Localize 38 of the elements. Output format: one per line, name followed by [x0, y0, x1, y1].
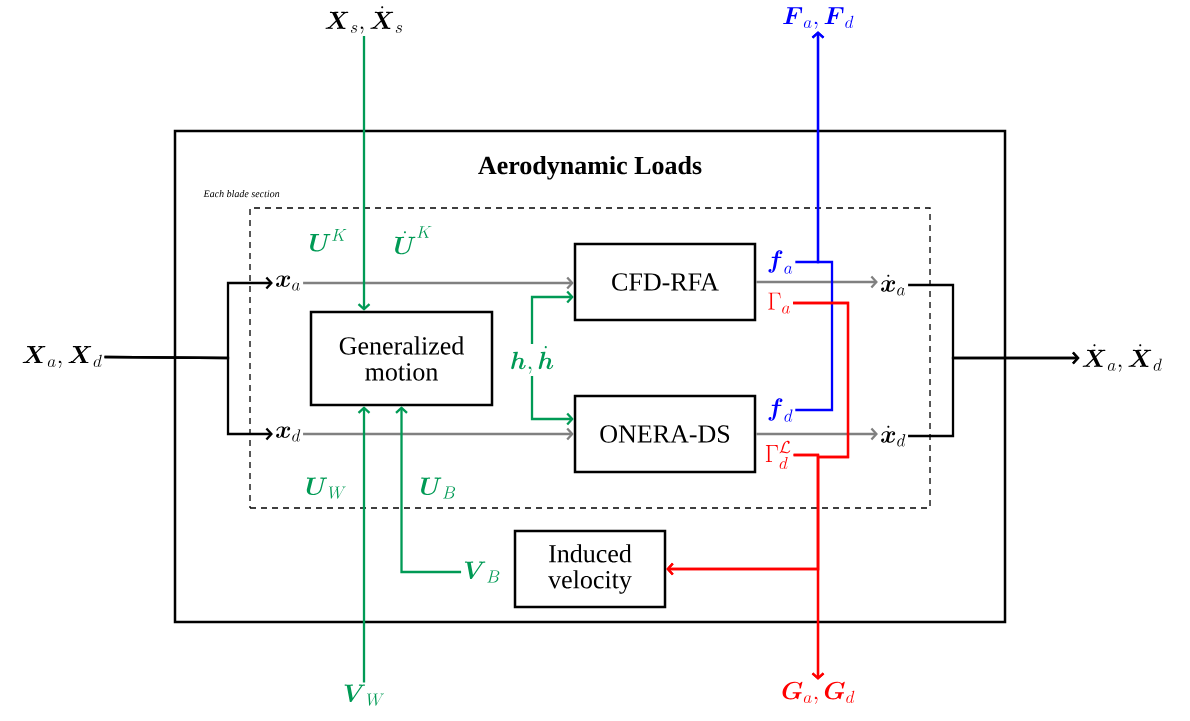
process-box: Induced velocity	[513, 529, 667, 609]
arrow	[666, 453, 820, 576]
edge-label: $\boldsymbol{U}^K$	[307, 227, 349, 253]
signal-label: $\boldsymbol{f}_a$	[768, 250, 793, 274]
arrow	[530, 376, 574, 426]
node-label: Each blade section	[203, 190, 280, 198]
arrow	[357, 406, 371, 683]
signal-label: $\boldsymbol{V}_W$	[344, 684, 384, 706]
arrow	[756, 275, 878, 289]
signal-label: $\dot{\boldsymbol{X}}_a, \dot{\boldsymbol{X}}_d$	[1082, 344, 1162, 372]
signal-label: $\boldsymbol{X}_s, \dot{\boldsymbol{X}}_s$	[325, 6, 403, 34]
signal-label: $\boldsymbol{G}_a, \boldsymbol{G}_d$	[782, 681, 855, 704]
signal-label: $\boldsymbol{F}_a, \boldsymbol{F}_d$	[783, 7, 854, 29]
arrow	[530, 290, 574, 344]
signal-label: $\boldsymbol{X}_a, \boldsymbol{X}_d$	[22, 346, 102, 368]
arrow	[357, 35, 371, 311]
arrow	[908, 351, 1080, 438]
signal-label: $\boldsymbol{x}_a$	[276, 275, 300, 291]
signal-label: $\boldsymbol{f}_d$	[768, 398, 793, 422]
arrow	[303, 276, 574, 290]
edge-label: $\boldsymbol{U}_W$	[304, 476, 348, 500]
signal-label: $\dot{\boldsymbol{x}}_a$	[881, 274, 905, 296]
arrow	[303, 427, 574, 441]
signal-label: $\dot{\boldsymbol{U}}^K$	[395, 226, 432, 255]
process-box: ONERA-DS	[573, 394, 757, 474]
arrow	[395, 406, 462, 574]
arrow	[104, 355, 273, 441]
signal-label: $\dot{\boldsymbol{x}}_d$	[881, 425, 906, 447]
process-box: Generalized motion	[309, 310, 494, 407]
signal-label: $\boldsymbol{V}_B$	[464, 561, 500, 583]
arrow	[795, 31, 834, 412]
arrow	[756, 427, 878, 441]
signal-label: $\boldsymbol{x}_d$	[276, 426, 301, 442]
signal-label: $\Gamma_a$	[768, 292, 790, 314]
edge-label: $\boldsymbol{U}_B$	[418, 476, 458, 500]
signal-label: $\Gamma_d^{\mathcal{L}}$	[765, 440, 791, 470]
signal-label: $\boldsymbol{h}, \dot{\boldsymbol{h}}$	[511, 346, 554, 374]
process-box: CFD-RFA	[573, 242, 757, 322]
